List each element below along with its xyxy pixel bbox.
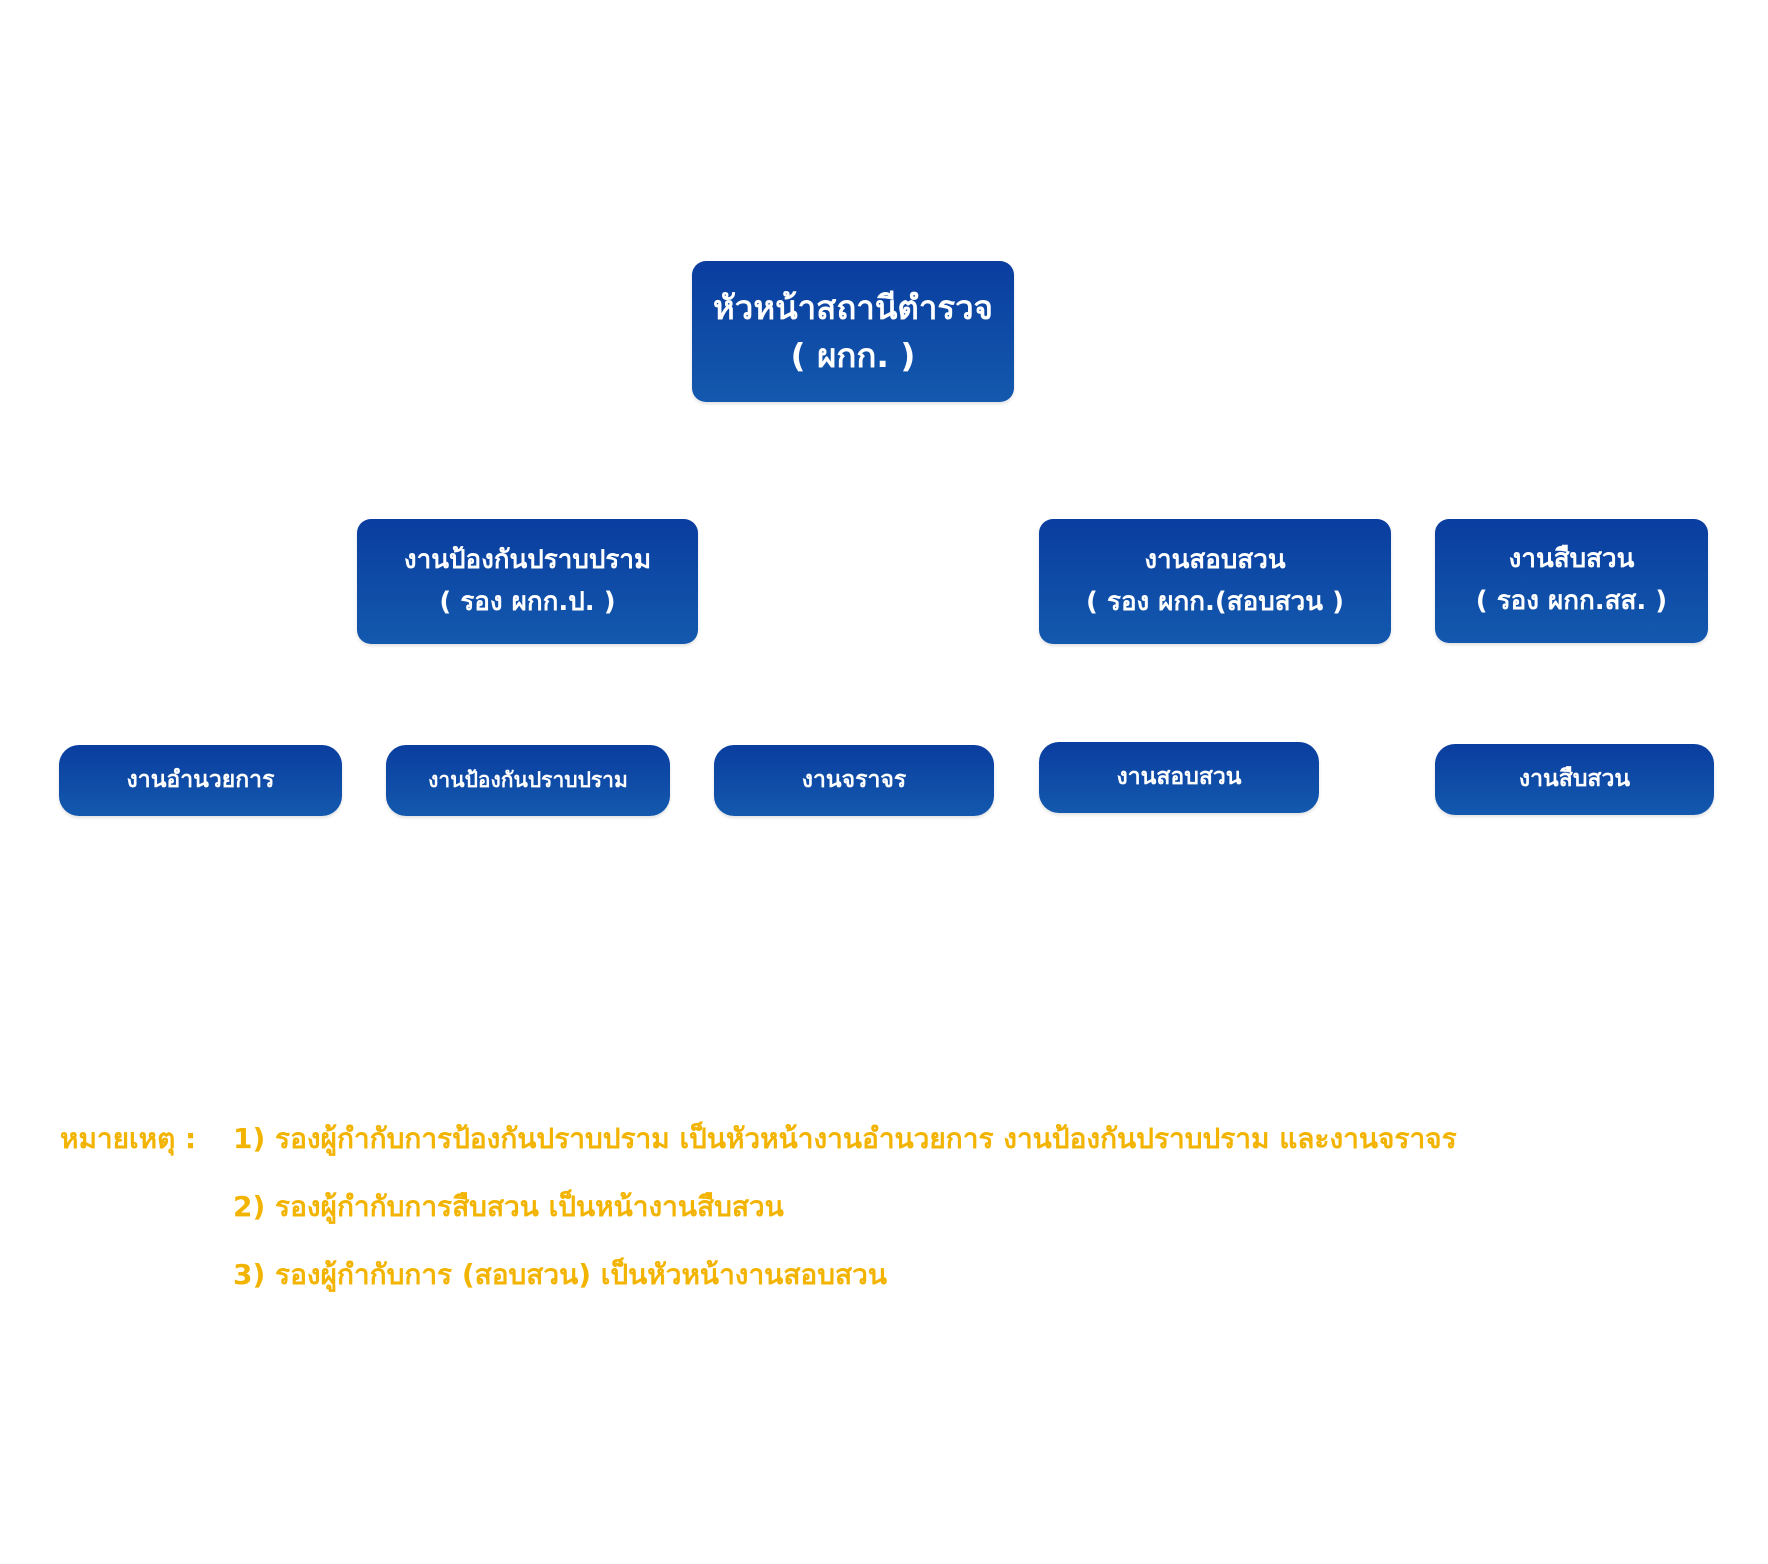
node-unit-traffic-label: งานจราจร	[801, 766, 907, 793]
node-unit-prevention-label: งานป้องกันปราบปราม	[428, 767, 628, 792]
node-unit-investigation-label: งานสืบสวน	[1518, 765, 1631, 792]
note-row-2: 2) รองผู้กำกับการสืบสวน เป็นหน้างานสืบสว…	[60, 1173, 1457, 1241]
node-station-chief-abbr: ( ผกก. )	[790, 335, 916, 375]
node-unit-administration-label: งานอำนวยการ	[126, 766, 275, 793]
note-item-1: 1) รองผู้กำกับการป้องกันปราบปราม เป็นหัว…	[233, 1122, 1457, 1155]
node-unit-inquiry-label: งานสอบสวน	[1116, 763, 1242, 790]
node-unit-traffic: งานจราจร	[714, 745, 994, 816]
node-station-chief-title: หัวหน้าสถานีตำรวจ	[713, 287, 993, 327]
node-deputy-investigation-title: งานสืบสวน	[1508, 544, 1635, 575]
node-unit-prevention: งานป้องกันปราบปราม	[386, 745, 670, 816]
node-deputy-prevention: งานป้องกันปราบปราม ( รอง ผกก.ป. )	[357, 519, 698, 644]
node-deputy-prevention-abbr: ( รอง ผกก.ป. )	[439, 586, 616, 617]
node-unit-investigation: งานสืบสวน	[1435, 744, 1714, 815]
node-unit-administration: งานอำนวยการ	[59, 745, 342, 816]
node-deputy-prevention-title: งานป้องกันปราบปราม	[403, 544, 652, 575]
node-deputy-investigation-abbr: ( รอง ผกก.สส. )	[1475, 586, 1668, 616]
node-deputy-investigation: งานสืบสวน ( รอง ผกก.สส. )	[1435, 519, 1708, 643]
node-deputy-inquiry-title: งานสอบสวน	[1144, 544, 1286, 575]
note-item-3: 3) รองผู้กำกับการ (สอบสวน) เป็นหัวหน้างา…	[233, 1258, 887, 1291]
note-row-3: 3) รองผู้กำกับการ (สอบสวน) เป็นหัวหน้างา…	[60, 1241, 1457, 1309]
notes-label: หมายเหตุ :	[60, 1122, 197, 1155]
note-item-2: 2) รองผู้กำกับการสืบสวน เป็นหน้างานสืบสว…	[233, 1190, 784, 1223]
notes-section: หมายเหตุ : 1) รองผู้กำกับการป้องกันปราบป…	[60, 1105, 1457, 1309]
node-deputy-inquiry: งานสอบสวน ( รอง ผกก.(สอบสวน )	[1039, 519, 1391, 644]
node-deputy-inquiry-abbr: ( รอง ผกก.(สอบสวน )	[1086, 586, 1344, 617]
node-unit-inquiry: งานสอบสวน	[1039, 742, 1319, 813]
node-station-chief: หัวหน้าสถานีตำรวจ ( ผกก. )	[692, 261, 1014, 402]
note-row-1: หมายเหตุ : 1) รองผู้กำกับการป้องกันปราบป…	[60, 1105, 1457, 1173]
